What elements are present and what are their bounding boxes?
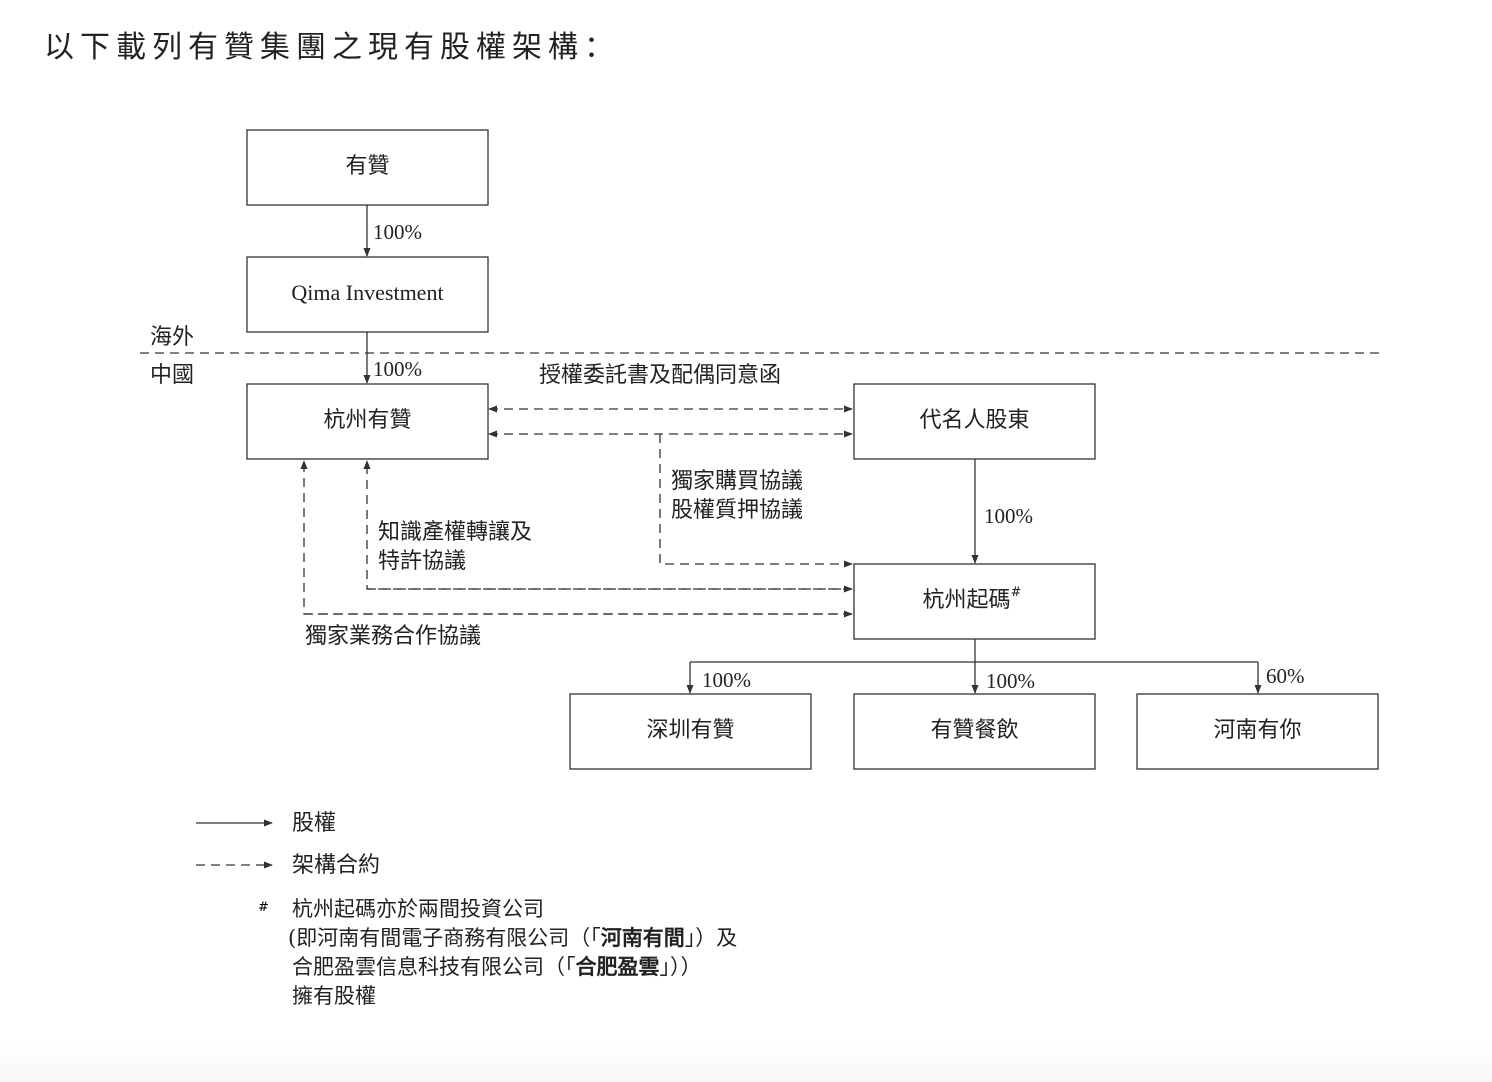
pct-qima-hz-youzan: 100%: [373, 357, 422, 381]
legend-contract-label: 架構合約: [292, 853, 380, 878]
legend-note-line-4: 擁有股權: [292, 984, 376, 1008]
entity-shenzhen-youzan: 深圳有贊: [569, 693, 812, 770]
entity-hangzhou-youzan: 杭州有贊: [246, 383, 489, 460]
svg-text:河南有你: 河南有你: [1213, 718, 1301, 743]
contract-label-ip-1: 知識產權轉讓及: [378, 520, 532, 545]
entity-nominee-shareholders: 代名人股東: [853, 383, 1096, 460]
contract-label-pledge: 股權質押協議: [671, 498, 803, 523]
svg-text:深圳有贊: 深圳有贊: [646, 718, 734, 743]
contract-label-poa: 授權委託書及配偶同意函: [539, 363, 781, 388]
entity-youzan: 有贊: [246, 129, 489, 206]
pct-hz-qima-henan-youni: 60%: [1266, 664, 1305, 688]
page-title: 以下載列有贊集團之現有股權架構：: [44, 30, 620, 65]
svg-text:Qima Investment: Qima Investment: [291, 280, 443, 305]
footnote-mark: #: [1011, 585, 1022, 600]
svg-text:杭州有贊: 杭州有贊: [323, 408, 411, 433]
contract-arrow-option-pledge: [659, 434, 853, 568]
svg-text:有贊餐飲: 有贊餐飲: [930, 718, 1018, 743]
entity-hangzhou-qima: 杭州起碼#: [853, 563, 1096, 640]
pct-hz-qima-sz-youzan: 100%: [702, 668, 751, 692]
contract-label-business: 獨家業務合作協議: [305, 624, 481, 649]
entity-henan-youni: 河南有你: [1136, 693, 1379, 770]
entity-qima-investment: Qima Investment: [246, 256, 489, 333]
legend-equity-label: 股權: [292, 811, 336, 836]
legend-note-mark: #: [258, 900, 269, 915]
contract-label-ip-2: 特許協議: [378, 549, 466, 574]
legend-note-line-2: (即河南有間電子商務有限公司（「河南有間」）及: [288, 926, 737, 950]
svg-text:有贊: 有贊: [345, 154, 389, 179]
region-china-label: 中國: [150, 363, 194, 388]
pct-nominee-hz-qima: 100%: [984, 504, 1033, 528]
contract-label-option: 獨家購買協議: [671, 469, 803, 494]
svg-text:杭州起碼#: 杭州起碼#: [923, 585, 1022, 614]
legend-note-line-3: 合肥盈雲信息科技有限公司（「合肥盈雲」））: [292, 955, 702, 979]
entity-youzan-catering: 有贊餐飲: [853, 693, 1096, 770]
pct-hz-qima-catering: 100%: [986, 669, 1035, 693]
region-offshore-label: 海外: [150, 325, 194, 350]
svg-text:代名人股東: 代名人股東: [919, 408, 1029, 433]
legend-note-line-1: 杭州起碼亦於兩間投資公司: [292, 897, 544, 921]
pct-youzan-qima: 100%: [373, 220, 422, 244]
